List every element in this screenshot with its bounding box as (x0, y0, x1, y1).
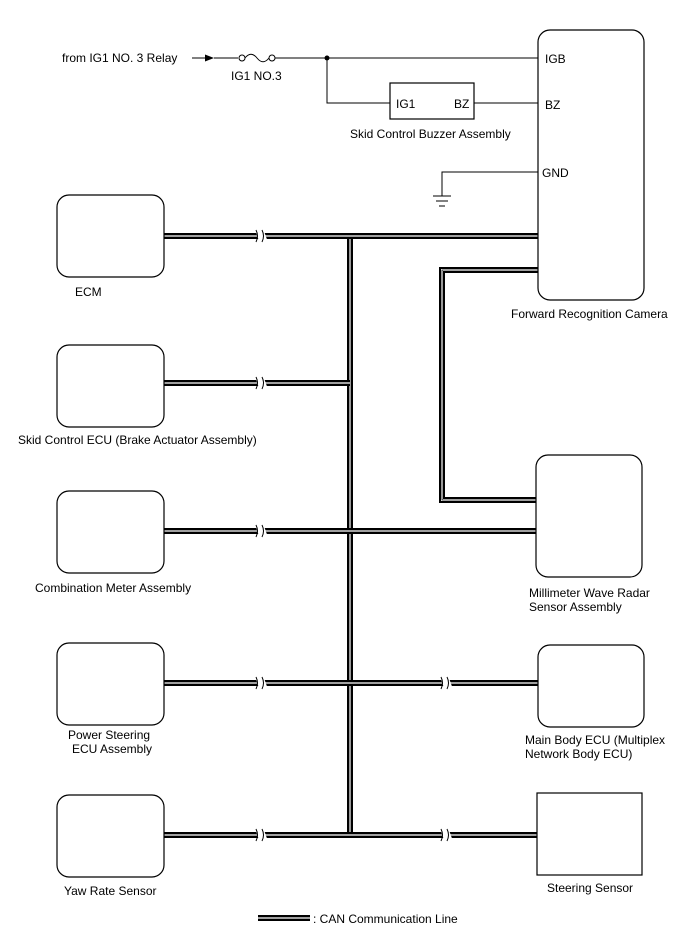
cable-break-mark (255, 522, 268, 540)
can-camera-radar (439, 267, 538, 503)
buzzer-box (389, 82, 475, 120)
cable-break-mark (255, 227, 268, 245)
cable-break-mark (255, 826, 268, 844)
cable-break-mark (440, 826, 453, 844)
buzzer-pin-ig1: IG1 (396, 97, 416, 111)
combination-meter-box (56, 490, 165, 574)
main-body-label-1: Main Body ECU (Multiplex (525, 733, 665, 747)
fuse-symbol (238, 53, 276, 63)
radar-label-2: Sensor Assembly (529, 600, 622, 614)
main-body-label-2: Network Body ECU) (525, 747, 632, 761)
cable-break-mark (255, 374, 268, 392)
yaw-rate-sensor-label: Yaw Rate Sensor (64, 884, 157, 898)
power-steering-box (56, 642, 165, 726)
steering-sensor-label: Steering Sensor (547, 881, 633, 895)
combination-meter-label: Combination Meter Assembly (35, 581, 191, 595)
cable-break-mark (255, 674, 268, 692)
source-arrow (192, 54, 214, 62)
buzzer-pin-bz: BZ (454, 97, 469, 111)
ecm-label: ECM (75, 285, 102, 299)
camera-pin-igb: IGB (545, 52, 566, 66)
power-steering-label-1: Power Steering (68, 728, 150, 742)
radar-label-1: Millimeter Wave Radar (529, 586, 650, 600)
buzzer-label: Skid Control Buzzer Assembly (350, 127, 511, 141)
yaw-rate-sensor-box (56, 794, 165, 878)
camera-pin-bz: BZ (545, 98, 560, 112)
ground-symbol (433, 195, 451, 207)
wire-to-buzzer (326, 58, 390, 104)
power-source-label: from IG1 NO. 3 Relay (62, 51, 177, 65)
fuse-label: IG1 NO.3 (231, 69, 282, 83)
ecm-box (56, 194, 165, 278)
radar-box (535, 454, 643, 578)
main-body-ecu-box (537, 644, 645, 728)
skid-ecu-box (56, 344, 165, 428)
steering-sensor-box (536, 792, 643, 876)
wire-gnd (441, 171, 538, 196)
skid-ecu-label: Skid Control ECU (Brake Actuator Assembl… (18, 433, 257, 447)
camera-pin-gnd: GND (542, 166, 569, 180)
legend-label: : CAN Communication Line (313, 912, 458, 926)
camera-box (537, 29, 645, 301)
power-steering-label-2: ECU Assembly (72, 742, 152, 756)
camera-label: Forward Recognition Camera (511, 307, 668, 321)
can-bus (164, 227, 538, 844)
cable-break-mark (440, 674, 453, 692)
